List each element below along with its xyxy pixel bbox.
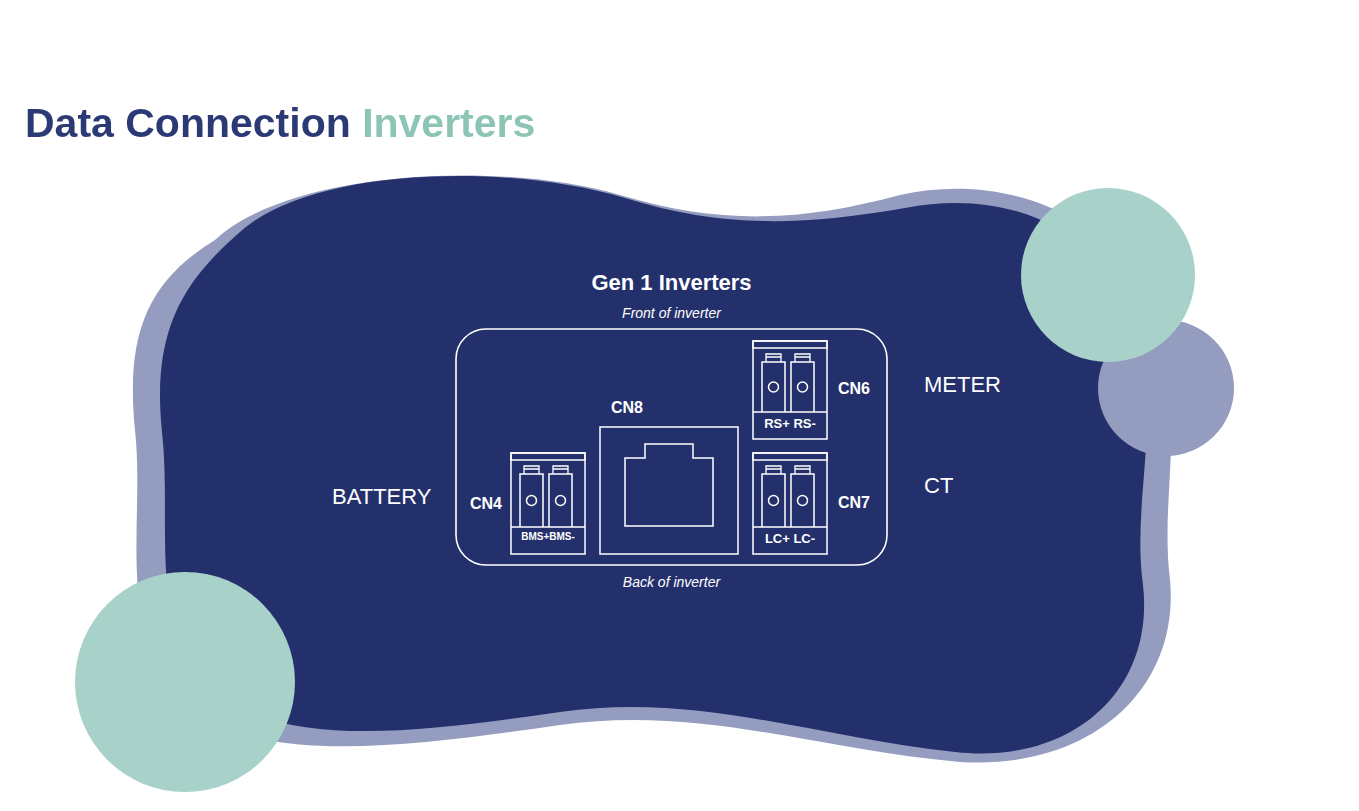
terminal-block: CN6RS+ RS- <box>752 340 828 440</box>
side-note: Back of inverter <box>623 574 720 590</box>
rj45-port: CN8 <box>599 426 739 555</box>
connection-label: BATTERY <box>332 484 431 510</box>
terminal-block: CN7LC+ LC- <box>752 452 828 555</box>
blob-main <box>160 176 1147 754</box>
housing-heading: Gen 1 Inverters <box>591 270 751 296</box>
inverter-housing: Gen 1 InvertersFront of inverterBack of … <box>455 268 888 598</box>
pin-names: LC+ LC- <box>765 531 815 546</box>
terminal-block: CN4BMS+BMS- <box>510 452 586 555</box>
deco-circle <box>1021 188 1195 362</box>
pin-names: RS+ RS- <box>764 416 816 431</box>
port-label: CN4 <box>470 495 502 513</box>
page-title: Data Connection Inverters <box>25 100 535 147</box>
port-label: CN7 <box>838 494 870 512</box>
pin-names: BMS+BMS- <box>521 531 575 542</box>
rj45-outline <box>599 426 739 555</box>
port-label: CN8 <box>611 399 643 417</box>
port-label: CN6 <box>838 380 870 398</box>
deco-circle <box>75 572 295 792</box>
connection-label: CT <box>924 473 953 499</box>
side-note: Front of inverter <box>622 305 721 321</box>
connection-label: METER <box>924 372 1001 398</box>
